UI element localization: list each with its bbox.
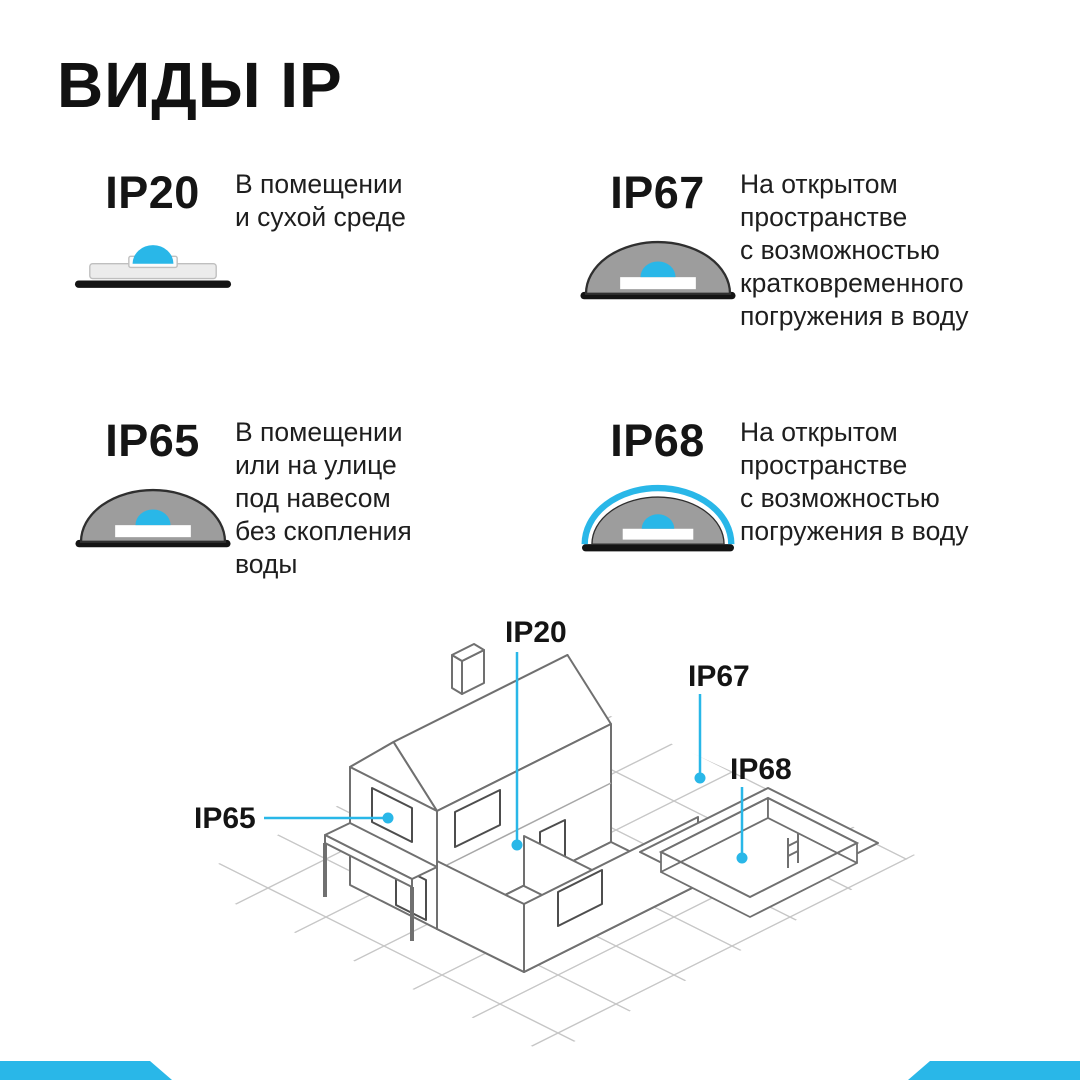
callout-ip20-dot (511, 839, 523, 851)
ip-code-label: IP68 (610, 415, 705, 466)
callout-ip65-dot (382, 812, 394, 824)
rating-card-left-column: IP67 (575, 166, 740, 333)
chimney (451, 643, 485, 695)
rating-card-left-column: IP20 (70, 166, 235, 289)
second-floor-line (436, 782, 612, 871)
page-title: ВИДЫ IP (57, 49, 343, 121)
led-strip-sealed-icon (581, 484, 734, 552)
front-right-window (557, 869, 603, 927)
callouts: IP20 IP67 IP68 IP65 (194, 616, 792, 864)
pool-ladder (787, 833, 799, 868)
callout-ip68-dot (736, 852, 748, 864)
corner-accent-right (908, 1061, 1080, 1080)
rating-card-ip20: IP20 В помещении и сухой среде (70, 166, 550, 289)
rating-card-left-column: IP65 (70, 414, 235, 581)
ip-code-label: IP65 (105, 415, 200, 466)
ip-description: На открытом пространстве с возможностью … (740, 417, 969, 546)
rating-card-ip67: IP67 На открытом пространстве с возможно… (575, 166, 1055, 333)
led-strip-dome-icon (74, 488, 231, 548)
led-strip-open-icon (74, 245, 231, 288)
house (323, 643, 699, 973)
porch-columns (323, 843, 414, 941)
callout-ip20-label: IP20 (505, 616, 567, 649)
ip-description: В помещении или на улице под навесом без… (235, 417, 412, 579)
interior-window (454, 789, 501, 848)
callout-ip65-label: IP65 (194, 802, 256, 835)
rating-card-left-column: IP68 (575, 414, 740, 555)
pool (639, 787, 879, 918)
corner-accent-left (0, 1061, 172, 1080)
ip-description: В помещении и сухой среде (235, 169, 406, 232)
ip-description: На открытом пространстве с возможностью … (740, 169, 969, 331)
callout-ip68-label: IP68 (730, 753, 792, 786)
pool-floor (660, 817, 858, 918)
callout-ip67-label: IP67 (688, 660, 750, 693)
pool-rim-inner (658, 796, 860, 899)
rating-card-ip65: IP65 В помещении или на улице под навесо… (70, 414, 550, 581)
ip-code-label: IP20 (105, 167, 200, 218)
rating-card-ip68: IP68 На открытом пространстве с возможно… (575, 414, 1055, 555)
ip-code-label: IP67 (610, 167, 705, 218)
led-strip-dome-icon (579, 240, 736, 300)
callout-ip67-dot (694, 772, 706, 784)
